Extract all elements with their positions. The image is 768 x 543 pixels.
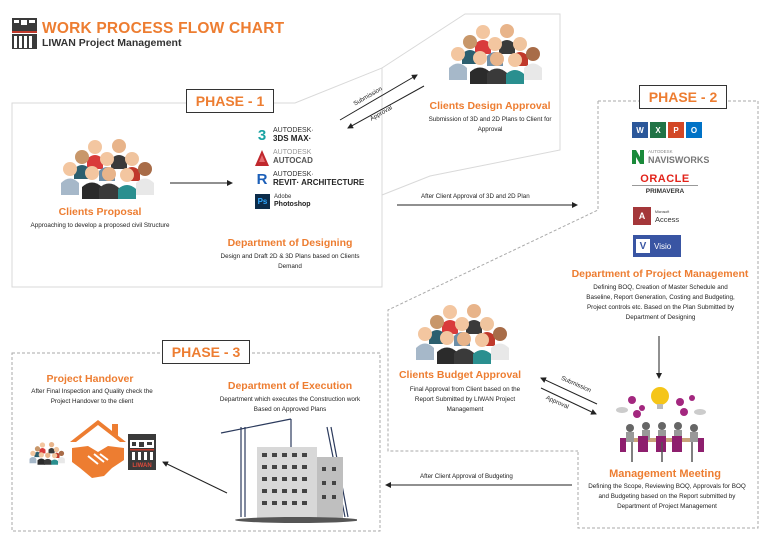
oracle-primavera-icon: ORACLE PRIMAVERA: [632, 173, 698, 195]
clients-proposal-title: Clients Proposal: [58, 206, 142, 218]
handshake-house-icon: [68, 418, 128, 487]
software-photoshop-brand: Adobe: [274, 194, 292, 200]
software-3ds-max-brand: AUTODESK·: [273, 127, 314, 134]
access-name: Access: [655, 214, 680, 224]
word-icon: W: [632, 122, 648, 138]
visio-name: Visio: [654, 241, 672, 251]
revit-icon: R: [256, 171, 268, 188]
dept-pm-desc: Defining BOQ, Creation of Master Schedul…: [586, 284, 735, 321]
photoshop-icon: Ps: [255, 193, 270, 209]
primavera-name: PRIMAVERA: [645, 188, 685, 195]
dept-execution-title: Department of Execution: [227, 380, 353, 392]
clients-budget-approval-title: Clients Budget Approval: [398, 369, 522, 381]
phase-3-region: [11, 352, 381, 532]
software-autocad-brand: AUTODESK: [273, 149, 312, 156]
phase-1-label: PHASE - 1: [186, 89, 274, 113]
arrow-approval-2: [540, 387, 597, 415]
project-handover-title: Project Handover: [46, 373, 134, 385]
clients-budget-approval-desc: Final Approval from Client based on the …: [409, 386, 521, 413]
software-navisworks-brand: AUTODESK: [648, 149, 673, 154]
ms-visio-icon: V Visio: [633, 235, 681, 257]
software-photoshop-name: Photoshop: [274, 201, 311, 208]
dept-execution-desc: Department which executes the Constructi…: [219, 396, 361, 413]
management-meeting-desc: Defining the Scope, Reviewing BOQ, Appro…: [588, 483, 746, 510]
outlook-icon: O: [686, 122, 702, 138]
dept-pm-title: Department of Project Management: [571, 268, 749, 280]
phase-2-label: PHASE - 2: [639, 85, 727, 109]
access-brand: Microsoft: [655, 209, 670, 214]
people-group-icon: [412, 302, 512, 369]
software-3ds-max: 3 AUTODESK·3DS MAX·: [255, 127, 364, 144]
meeting-icon: [612, 386, 712, 471]
management-meeting-title: Management Meeting: [609, 468, 721, 480]
dept-designing-desc: Design and Draft 2D & 3D Plans based on …: [220, 253, 360, 270]
software-revit-brand: AUTODESK·: [273, 171, 314, 178]
clients-proposal-desc: Approaching to develop a proposed civil …: [30, 222, 170, 229]
autocad-icon: [255, 149, 269, 166]
page-title: WORK PROCESS FLOW CHART: [42, 20, 285, 37]
after-budget-approval-label: After Client Approval of Budgeting: [420, 473, 513, 480]
liwan-logo-icon: [11, 17, 38, 50]
clients-design-approval-desc: Submission of 3D and 2D Plans to Client …: [428, 116, 552, 133]
clients-design-approval-title: Clients Design Approval: [429, 100, 551, 112]
construction-crane-building-icon: [217, 417, 359, 530]
ms-office-icon: W X P O: [632, 122, 702, 138]
arrow-submission-1: [339, 74, 418, 121]
design-approval-region: [381, 13, 561, 196]
software-autocad-name: AUTOCAD: [273, 156, 313, 165]
after-design-approval-label: After Client Approval of 3D and 2D Plan: [421, 193, 530, 200]
liwan-logo-text: LIWAN: [132, 463, 152, 469]
arrow-submission-2: [540, 377, 598, 405]
excel-icon: X: [650, 122, 666, 138]
arrow-approval-1: [347, 85, 425, 129]
people-group-icon: [28, 440, 66, 471]
liwan-logo-icon: LIWAN: [128, 434, 156, 470]
navisworks-icon: [632, 150, 644, 164]
software-revit: R AUTODESK·REVIT· ARCHITECTURE: [255, 171, 365, 188]
phase-3-label: PHASE - 3: [162, 340, 250, 364]
oracle-brand: ORACLE: [632, 173, 698, 186]
software-3ds-max-name: 3DS MAX·: [273, 134, 312, 143]
page-subtitle: LIWAN Project Management: [42, 37, 182, 49]
people-group-icon: [445, 22, 545, 89]
arrow-execution-to-handover: [162, 461, 228, 494]
powerpoint-icon: P: [668, 122, 684, 138]
ms-access-icon: A: [633, 207, 651, 225]
people-group-icon: [57, 137, 157, 204]
dept-designing-title: Department of Designing: [227, 237, 353, 249]
project-handover-desc: After Final Inspection and Quality check…: [31, 388, 153, 405]
3ds-max-icon: 3: [257, 127, 267, 144]
software-revit-name: REVIT· ARCHITECTURE: [273, 178, 365, 187]
phase-1-region: [11, 67, 383, 288]
software-navisworks-name: NAVISWORKS: [648, 155, 710, 165]
